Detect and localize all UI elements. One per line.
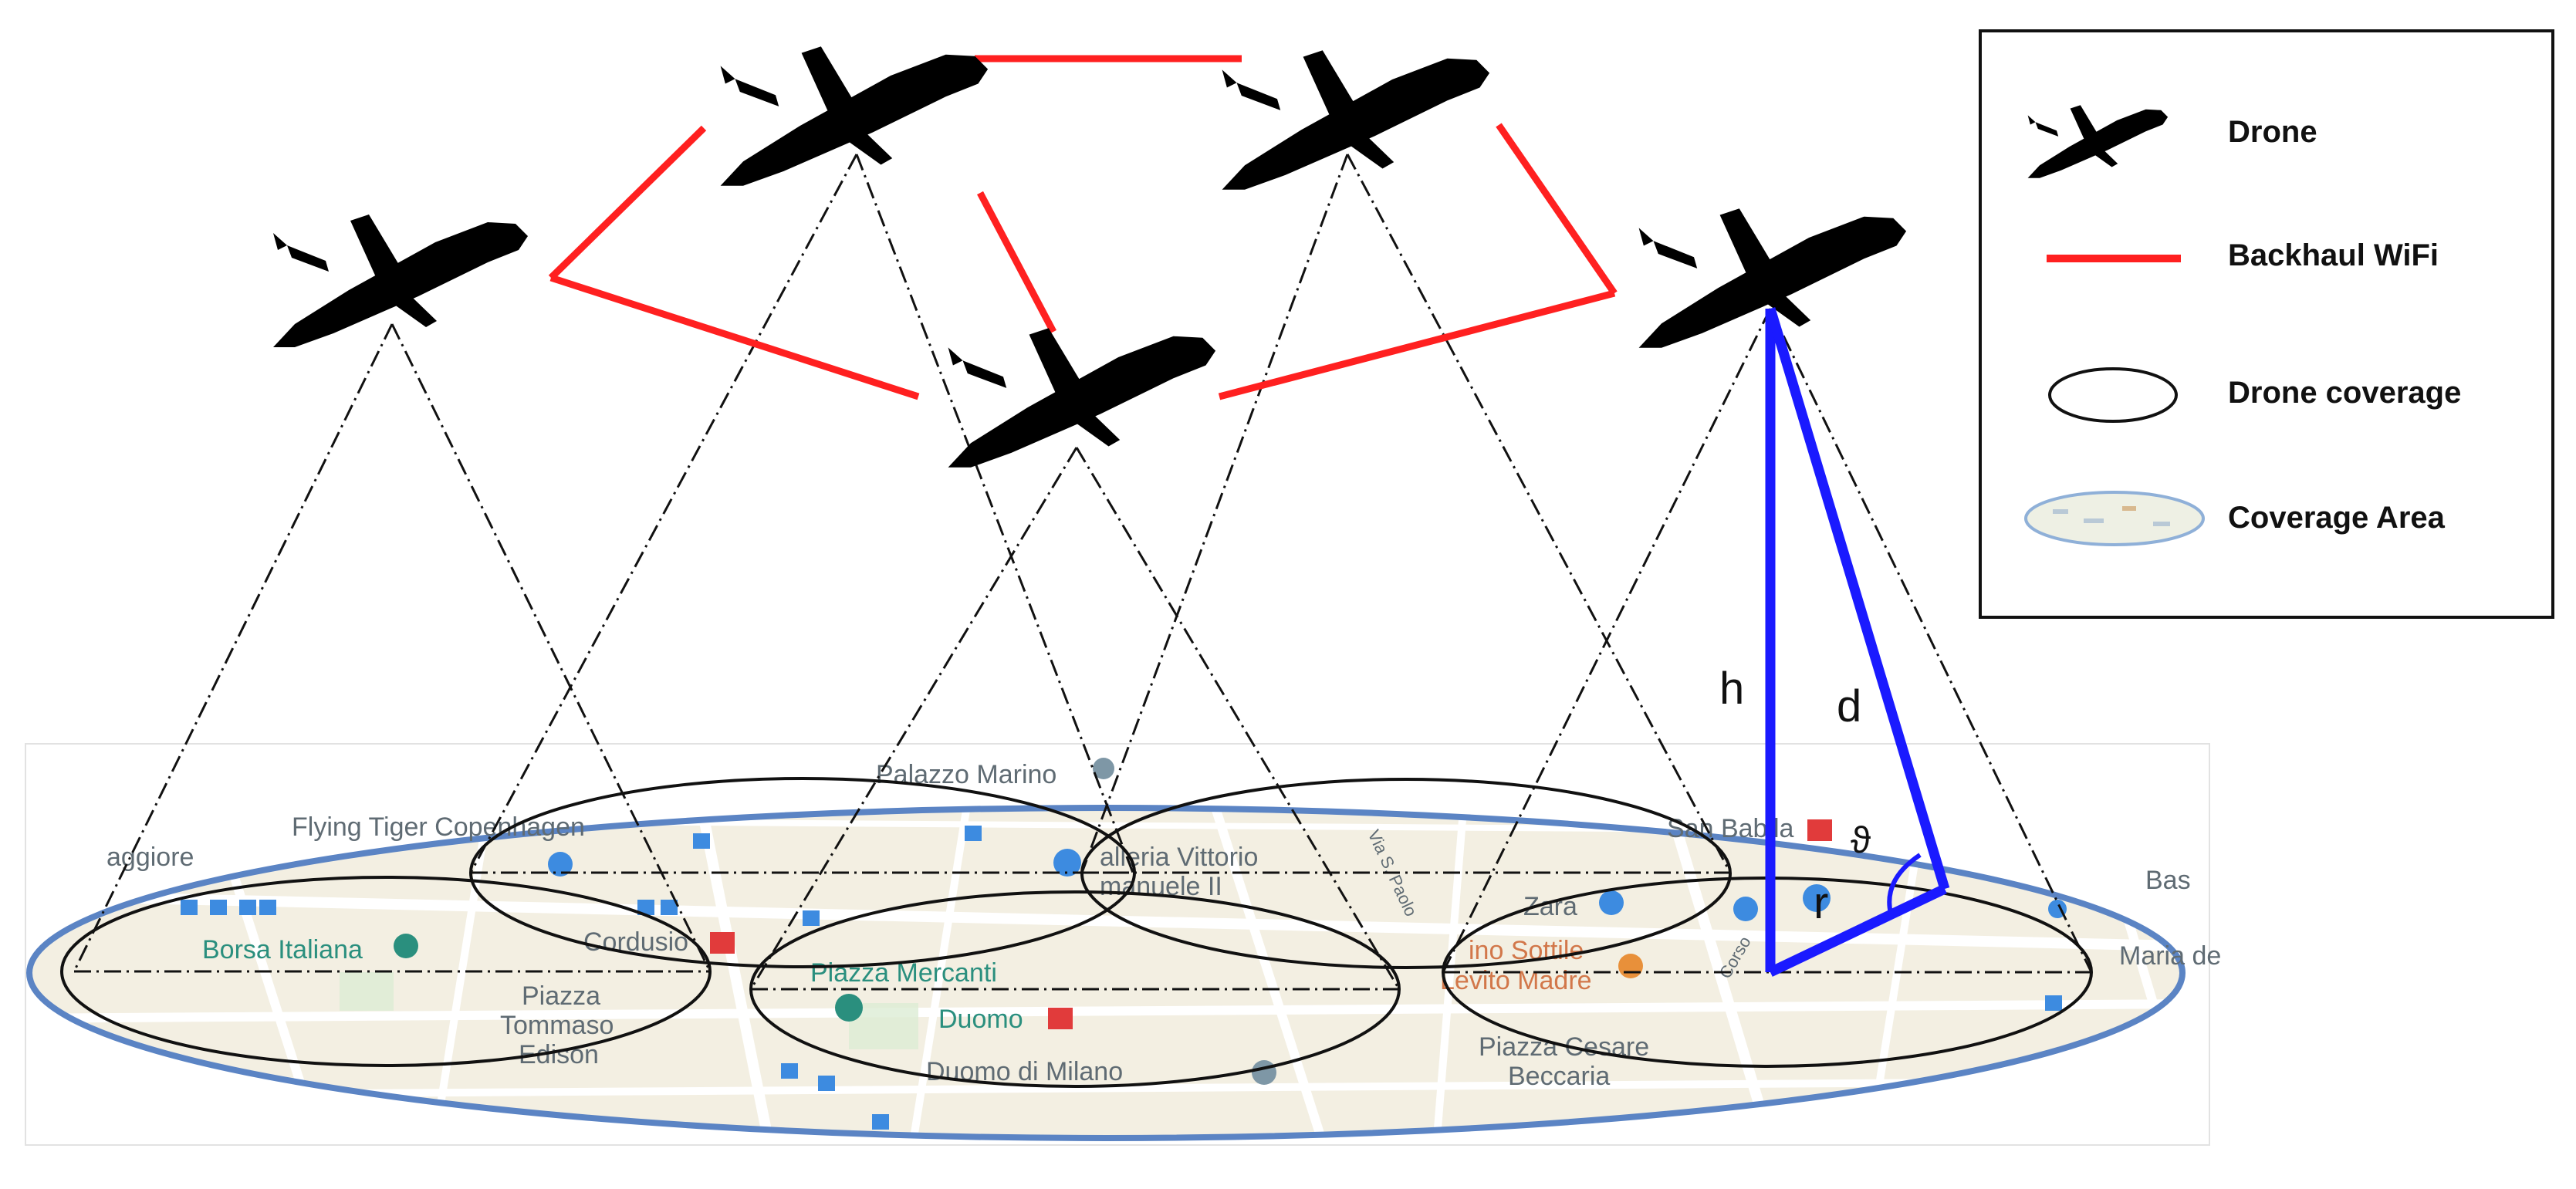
legend-area-swatch — [2024, 491, 2205, 546]
map-label-sottile-2: Levito Madre — [1440, 966, 1592, 995]
wifi-link-4-5 — [1496, 123, 1618, 296]
backhaul-wifi-links — [548, 55, 1618, 400]
geometry-triangle — [1765, 307, 1950, 977]
map-label-borsa: Borsa Italiana — [202, 935, 363, 964]
map-label-bas: Bas — [2145, 866, 2191, 895]
map-label-palazzo-marino: Palazzo Marino — [876, 760, 1056, 789]
map-label-cordusio: Cordusio — [583, 927, 688, 957]
metro-icons — [710, 819, 1832, 1029]
radius-line — [1768, 884, 1947, 977]
coverage-area: Palazzo Marino Flying Tiger Copenhagen a… — [25, 743, 2221, 1146]
distance-label: d — [1837, 681, 1861, 731]
map-label-duomo: Duomo — [938, 1005, 1023, 1034]
map-label-maggiore: aggiore — [106, 843, 194, 872]
drone-icon — [720, 46, 989, 186]
map-pin-icons — [394, 758, 2067, 1085]
map-label-piazza-tommaso-2: Tommaso — [500, 1011, 614, 1040]
map-label-duomo-milano: Duomo di Milano — [926, 1057, 1123, 1086]
legend-area-label: Coverage Area — [2228, 501, 2446, 535]
height-label: h — [1719, 664, 1744, 714]
transit-icons — [181, 826, 2062, 1130]
distance-line — [1765, 307, 1950, 890]
angle-label: ϑ — [1851, 820, 1871, 861]
legend-coverage-swatch — [2048, 367, 2178, 423]
legend-coverage-label: Drone coverage — [2228, 376, 2461, 410]
map-label-flying-tiger: Flying Tiger Copenhagen — [292, 812, 585, 842]
wifi-link-2-3 — [977, 191, 1056, 334]
angle-arc — [1887, 853, 1922, 914]
wifi-link-1-2 — [548, 125, 707, 281]
radius-label: r — [1814, 878, 1828, 928]
legend-drone-label: Drone — [2228, 115, 2317, 149]
legend: Drone Backhaul WiFi Drone coverage Cover… — [1979, 29, 2554, 619]
legend-area-texture — [2053, 506, 2170, 526]
drone-cone-lines — [73, 154, 2093, 991]
wifi-link-3-5 — [1218, 289, 1616, 400]
legend-wifi-label: Backhaul WiFi — [2228, 238, 2439, 272]
drone-icon — [948, 328, 1216, 468]
wifi-link-1-3 — [549, 274, 920, 400]
map-label-maria: Maria de — [2119, 941, 2221, 971]
map-label-piazza-cesare-2: Beccaria — [1508, 1062, 1610, 1091]
map-label-piazza-tommaso-1: Piazza — [522, 981, 600, 1011]
drones — [273, 46, 1907, 468]
map-background — [29, 808, 2182, 1138]
drone-icon — [273, 214, 528, 347]
